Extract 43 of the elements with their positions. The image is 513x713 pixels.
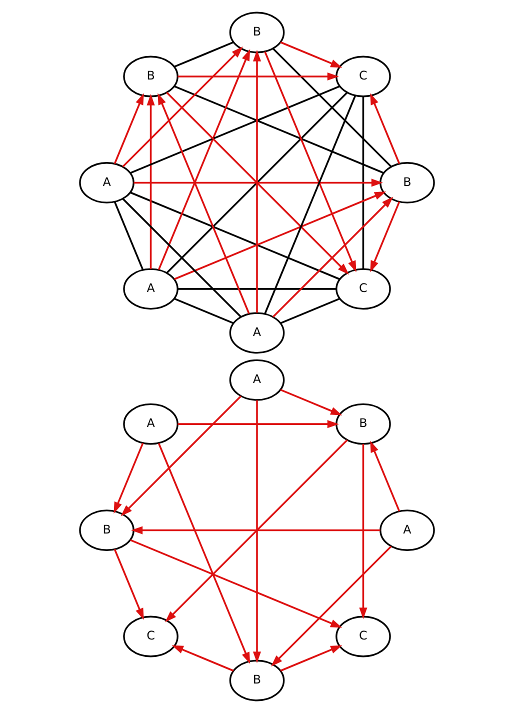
node-ellipse: C bbox=[335, 616, 390, 658]
arrow bbox=[252, 400, 261, 664]
arrow bbox=[370, 440, 400, 512]
arrow bbox=[370, 201, 400, 272]
arrow bbox=[171, 645, 234, 672]
arrow bbox=[164, 439, 348, 622]
node-ellipse: B bbox=[78, 510, 134, 551]
node-ellipse: A bbox=[228, 312, 284, 354]
arrow bbox=[113, 548, 144, 620]
arrow bbox=[130, 526, 380, 534]
arrow bbox=[157, 443, 250, 664]
node-ellipse: A bbox=[122, 268, 178, 310]
arrow bbox=[146, 94, 154, 269]
arrow bbox=[370, 93, 400, 164]
arrow bbox=[177, 420, 338, 428]
node-ellipse: A bbox=[228, 359, 284, 401]
node-ellipse: A bbox=[379, 510, 434, 551]
arrow bbox=[280, 389, 342, 416]
node-ellipse: C bbox=[122, 616, 178, 658]
connector bbox=[113, 202, 144, 270]
connector bbox=[174, 41, 234, 68]
arrow bbox=[280, 645, 342, 672]
connector bbox=[177, 288, 336, 290]
arrow bbox=[113, 442, 144, 514]
arrow bbox=[130, 539, 342, 628]
node-ellipse: B bbox=[228, 12, 284, 54]
connector bbox=[362, 96, 364, 269]
node-ellipse: A bbox=[122, 403, 178, 445]
node-ellipse: C bbox=[335, 56, 390, 98]
arrow bbox=[280, 41, 342, 68]
arrow bbox=[113, 93, 144, 164]
node-ellipse: B bbox=[379, 162, 434, 204]
arrow bbox=[358, 444, 367, 620]
connector bbox=[174, 298, 234, 324]
node-ellipse: A bbox=[78, 162, 134, 204]
node-ellipse: C bbox=[335, 268, 390, 310]
arrow bbox=[270, 546, 392, 666]
node-ellipse: B bbox=[122, 56, 178, 98]
node-ellipse: B bbox=[228, 660, 284, 702]
arrow bbox=[177, 72, 338, 81]
node-ellipse: B bbox=[335, 403, 390, 445]
connector bbox=[280, 298, 340, 324]
arrow bbox=[120, 396, 242, 516]
